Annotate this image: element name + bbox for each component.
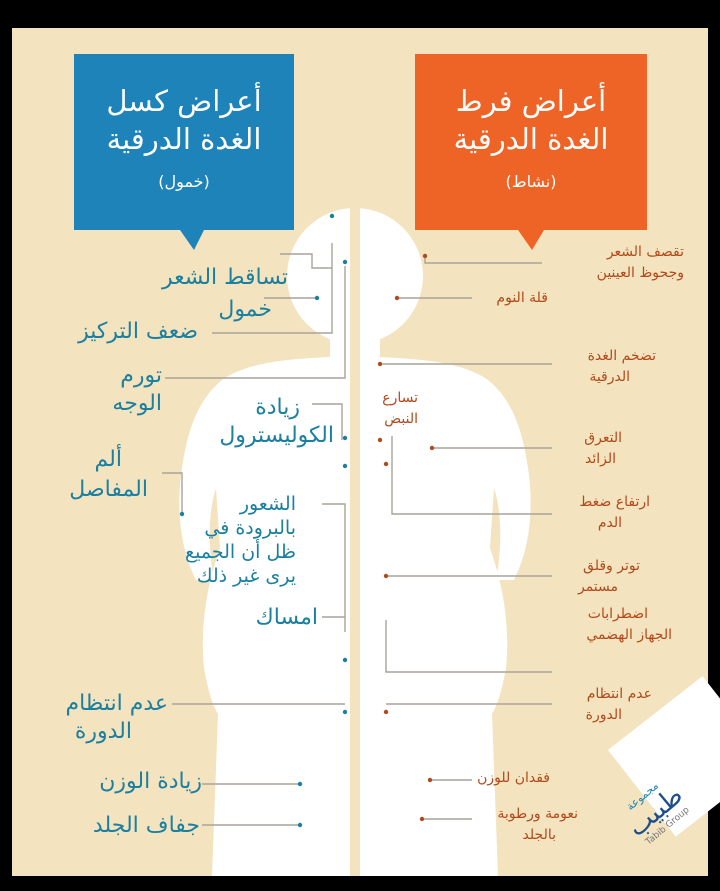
hypo-symptom: تورم bbox=[120, 363, 162, 388]
body-silhouette bbox=[74, 54, 647, 876]
leader-lines bbox=[162, 243, 552, 826]
hypo-title-box: أعراض كسل الغدة الدرقية (خمول) bbox=[74, 82, 294, 191]
hyper-title-box: أعراض فرط الغدة الدرقية (نشاط) bbox=[415, 82, 647, 191]
hypo-symptom: بالبرودة في bbox=[204, 517, 296, 539]
hyper-symptom: وجحوظ العينين bbox=[596, 265, 684, 281]
hyper-symptom: تسارع bbox=[382, 390, 418, 406]
hyper-symptom: نعومة ورطوبة bbox=[497, 806, 578, 822]
hypo-title: أعراض كسل bbox=[106, 84, 262, 118]
hypo-symptom: زيادة bbox=[255, 395, 300, 420]
hypo-symptom: الكوليسترول bbox=[219, 423, 334, 448]
hypo-symptom: جفاف الجلد bbox=[92, 813, 200, 838]
hypo-symptom: ألم bbox=[94, 447, 122, 472]
hypo-symptom: الدورة bbox=[74, 719, 132, 744]
hypo-symptom: امساك bbox=[255, 605, 318, 630]
hyper-symptom: النبض bbox=[384, 411, 418, 427]
hyper-symptom: الدم bbox=[597, 515, 622, 531]
hyper-symptom: الدرقية bbox=[589, 369, 630, 385]
hyper-symptom: تضخم الغدة bbox=[587, 348, 656, 364]
hyper-symptom: تقصف الشعر bbox=[606, 244, 684, 260]
hyper-symptom: فقدان للوزن bbox=[477, 770, 550, 786]
hyper-subtitle: (نشاط) bbox=[505, 172, 557, 191]
hyper-dots bbox=[377, 253, 435, 822]
hypo-symptom: عدم انتظام bbox=[65, 691, 168, 716]
hypo-symptom: خمول bbox=[218, 297, 272, 322]
hypo-symptom: يرى غير ذلك bbox=[196, 565, 296, 587]
infographic-panel: أعراض كسل الغدة الدرقية (خمول) أعراض فرط… bbox=[12, 28, 720, 876]
hypo-symptom: المفاصل bbox=[69, 477, 148, 502]
hypo-symptom: الشعور bbox=[239, 493, 296, 515]
hypo-title-2: الغدة الدرقية bbox=[106, 122, 262, 156]
hyper-symptom: اضطرابات bbox=[587, 606, 648, 622]
hypo-subtitle: (خمول) bbox=[158, 172, 210, 191]
hyper-title-2: الغدة الدرقية bbox=[453, 122, 609, 156]
hyper-symptom: توتر وقلق bbox=[583, 558, 640, 574]
hypo-box-shape bbox=[74, 54, 294, 250]
hyper-symptom: مستمر bbox=[577, 579, 618, 595]
hyper-symptom: بالجلد bbox=[522, 827, 556, 843]
hyper-symptom: عدم انتظام bbox=[586, 686, 652, 702]
hypo-symptom: ضعف التركيز bbox=[78, 319, 198, 344]
hypo-symptom: تساقط الشعر bbox=[161, 265, 288, 290]
hyper-box-shape bbox=[415, 54, 647, 250]
hyper-symptom: الدورة bbox=[585, 707, 622, 723]
hyper-symptom: ارتفاع ضغط bbox=[579, 494, 650, 510]
hyper-symptom: الجهاز الهضمي bbox=[586, 627, 672, 643]
hyper-symptom: التعرق bbox=[584, 430, 622, 446]
hypo-symptom: ظل أن الجميع bbox=[185, 541, 296, 563]
hypo-symptom: الوجه bbox=[112, 391, 162, 416]
hypo-symptom: زيادة الوزن bbox=[99, 769, 202, 794]
hyper-title: أعراض فرط bbox=[455, 84, 607, 118]
hypo-dots bbox=[179, 213, 348, 828]
hyper-symptom: الزائد bbox=[584, 451, 616, 467]
hyper-symptom: قلة النوم bbox=[496, 290, 548, 306]
